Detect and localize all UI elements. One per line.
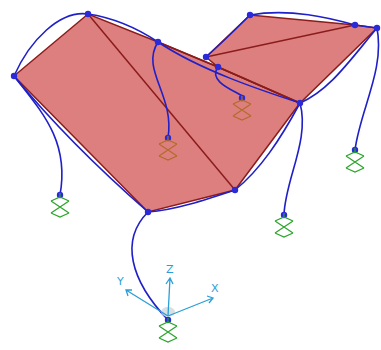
- frame-member: [14, 76, 62, 195]
- frame-member: [14, 76, 148, 212]
- shell-area: [206, 15, 377, 103]
- fixed-support: [275, 213, 293, 237]
- joint-dot: [352, 22, 358, 28]
- frame-member: [153, 42, 169, 138]
- axis-label: X: [211, 283, 219, 294]
- joint-dot: [215, 64, 221, 70]
- shell-edge: [218, 67, 300, 103]
- joint-dot: [155, 39, 161, 45]
- frame-member: [158, 42, 300, 103]
- fixed-support: [51, 193, 69, 217]
- frame-member: [88, 14, 158, 42]
- joint-dot: [374, 25, 380, 31]
- global-axes: [126, 278, 213, 317]
- joint-dot: [85, 11, 91, 17]
- joint-dot: [145, 209, 151, 215]
- fixed-support: [159, 136, 177, 160]
- joint-dot: [297, 100, 303, 106]
- frame-member: [148, 190, 235, 212]
- joint-dot: [203, 54, 209, 60]
- frame-member: [355, 28, 379, 150]
- fixed-support: [159, 318, 177, 342]
- joint-dot: [247, 12, 253, 18]
- frame-member: [235, 103, 300, 190]
- frame-member: [14, 14, 88, 76]
- fixed-support: [346, 148, 364, 172]
- shell-edge: [88, 14, 235, 190]
- frame-member: [216, 67, 243, 98]
- frame-member: [284, 103, 302, 215]
- fixed-support: [233, 96, 251, 120]
- frame-member: [250, 13, 355, 25]
- axis-label: Y: [117, 276, 124, 287]
- joint-dot: [232, 187, 238, 193]
- axis-label: Z: [166, 264, 174, 275]
- frame-member: [355, 25, 377, 28]
- frame-member: [206, 15, 250, 57]
- frame-member: [132, 212, 168, 320]
- joint-dot: [11, 73, 17, 79]
- frame-member: [300, 28, 377, 103]
- shell-edge: [206, 25, 355, 57]
